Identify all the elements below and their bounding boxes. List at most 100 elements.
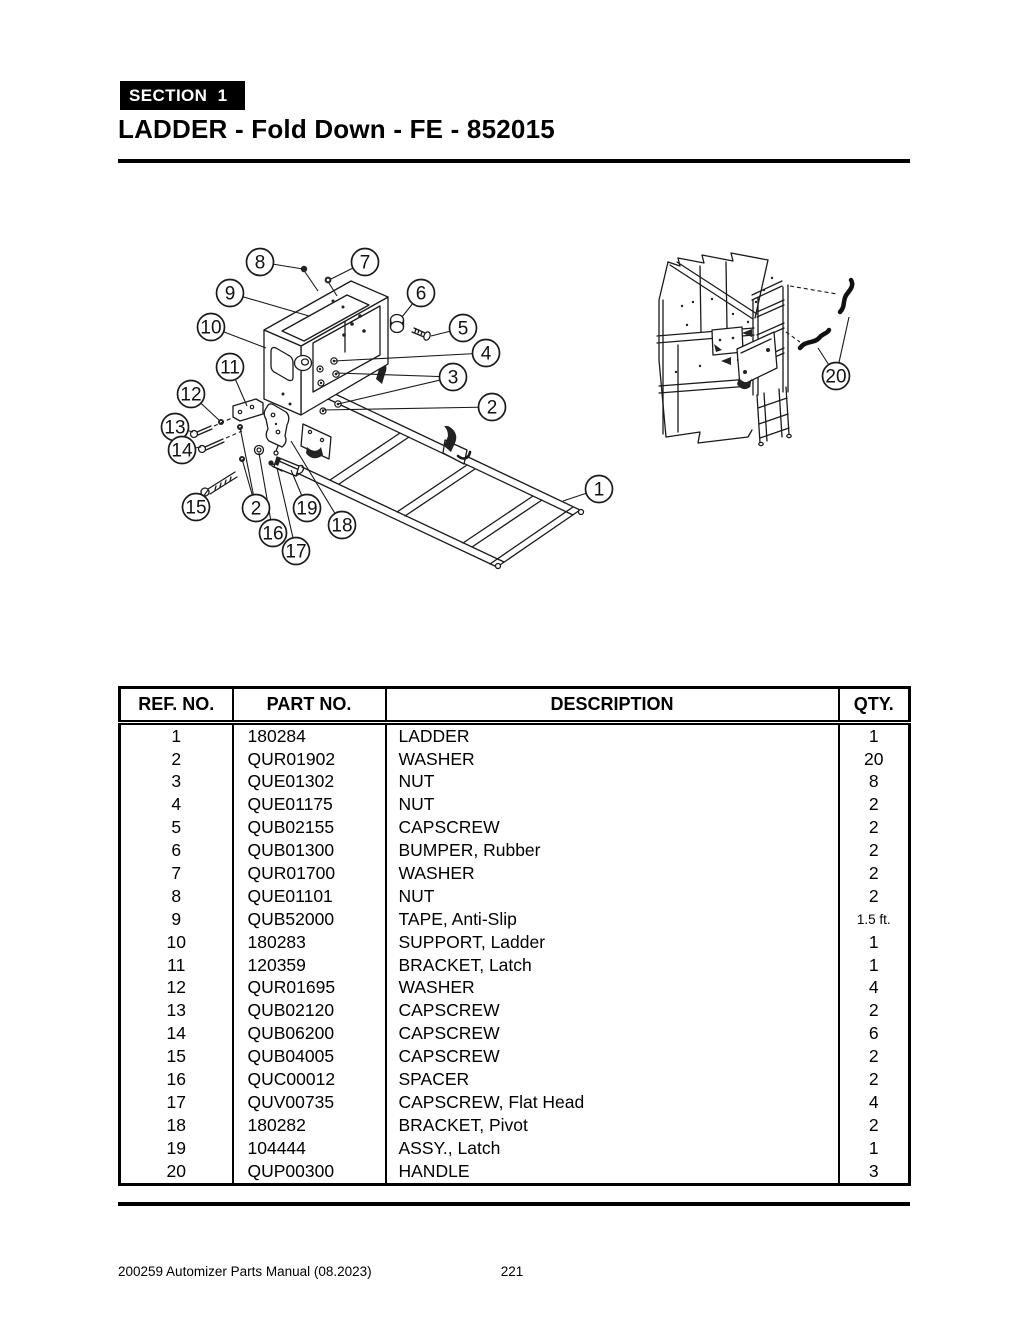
column-header-1: PART NO. bbox=[231, 687, 387, 723]
cell-part-no: QUV00735 bbox=[231, 1091, 387, 1115]
cell-description: BRACKET, Pivot bbox=[384, 1114, 840, 1138]
leader-line-2 bbox=[321, 406, 493, 411]
cell-qty: 2 bbox=[837, 1114, 911, 1138]
cell-ref-no: 4 bbox=[118, 793, 234, 817]
cell-ref-no: 3 bbox=[118, 770, 234, 794]
cell-ref-no: 11 bbox=[118, 953, 234, 977]
leader-line-3 bbox=[335, 372, 454, 378]
callout-2 bbox=[241, 493, 271, 523]
cell-description: HANDLE bbox=[384, 1159, 840, 1185]
column-header-3: QTY. bbox=[837, 687, 911, 723]
cell-ref-no: 15 bbox=[118, 1045, 234, 1069]
callout-label-17: 17 bbox=[285, 542, 306, 563]
cell-description: WASHER bbox=[384, 747, 840, 771]
cell-ref-no: 18 bbox=[118, 1114, 234, 1138]
cell-description: CAPSCREW, Flat Head bbox=[384, 1091, 840, 1115]
hinge-bracket-drawing bbox=[300, 423, 332, 460]
callout-12 bbox=[176, 379, 206, 409]
cell-part-no: QUC00012 bbox=[231, 1068, 387, 1092]
cell-qty: 1 bbox=[837, 931, 911, 954]
footer-rule bbox=[118, 1202, 910, 1206]
leader-line-18 bbox=[290, 440, 343, 526]
cell-description: TAPE, Anti-Slip bbox=[384, 908, 840, 932]
handle-drawing bbox=[797, 327, 832, 351]
support-box-drawing bbox=[263, 280, 389, 416]
leader-line-3 bbox=[337, 376, 454, 405]
cell-part-no: QUR01902 bbox=[231, 747, 387, 771]
callout-18 bbox=[327, 510, 357, 540]
cell-ref-no: 8 bbox=[118, 885, 234, 909]
cell-ref-no: 9 bbox=[118, 908, 234, 932]
cell-ref-no: 2 bbox=[118, 747, 234, 771]
cell-ref-no: 17 bbox=[118, 1091, 234, 1115]
cell-description: WASHER bbox=[384, 862, 840, 886]
ladder-drawing bbox=[294, 392, 585, 570]
cell-qty: 4 bbox=[837, 1091, 911, 1115]
callout-label-19: 19 bbox=[296, 499, 317, 520]
cell-description: SPACER bbox=[384, 1068, 840, 1092]
cell-qty: 2 bbox=[837, 1068, 911, 1092]
cell-ref-no: 6 bbox=[118, 839, 234, 863]
column-header-0: REF. NO. bbox=[118, 687, 234, 723]
cell-description: NUT bbox=[384, 793, 840, 817]
cell-description: CAPSCREW bbox=[384, 999, 840, 1023]
cell-qty: 20 bbox=[837, 747, 911, 771]
cell-qty: 2 bbox=[837, 839, 911, 863]
cell-qty: 1.5 ft. bbox=[837, 908, 911, 932]
callout-label-9: 9 bbox=[225, 284, 236, 305]
cell-part-no: QUB52000 bbox=[231, 908, 387, 932]
callout-7 bbox=[350, 247, 380, 277]
callout-label-3: 3 bbox=[448, 368, 459, 389]
callout-label-14: 14 bbox=[171, 441, 193, 462]
cell-description: NUT bbox=[384, 885, 840, 909]
callout-20 bbox=[821, 361, 851, 391]
cell-part-no: QUB01300 bbox=[231, 839, 387, 863]
header-rule bbox=[118, 159, 910, 163]
cell-part-no: 180284 bbox=[231, 722, 387, 748]
callout-label-2: 2 bbox=[251, 499, 262, 520]
cell-qty: 2 bbox=[837, 816, 911, 840]
cell-part-no: QUP00300 bbox=[231, 1159, 387, 1185]
leader-line-4 bbox=[333, 352, 487, 362]
section-badge: SECTION 1 bbox=[120, 81, 245, 110]
callout-5 bbox=[448, 313, 478, 343]
callout-label-8: 8 bbox=[255, 253, 266, 274]
cell-qty: 6 bbox=[837, 1022, 911, 1046]
callout-6 bbox=[406, 278, 436, 308]
cell-ref-no: 1 bbox=[118, 722, 234, 748]
cell-qty: 4 bbox=[837, 976, 911, 1000]
cell-part-no: QUE01302 bbox=[231, 770, 387, 794]
callout-4 bbox=[471, 338, 501, 368]
callout-label-15: 15 bbox=[185, 498, 206, 519]
cell-qty: 2 bbox=[837, 862, 911, 886]
cell-part-no: QUR01695 bbox=[231, 976, 387, 1000]
callout-16 bbox=[258, 518, 288, 548]
cell-ref-no: 12 bbox=[118, 976, 234, 1000]
cell-description: CAPSCREW bbox=[384, 816, 840, 840]
callout-label-1: 1 bbox=[594, 480, 605, 501]
callout-label-5: 5 bbox=[458, 319, 469, 340]
cell-description: CAPSCREW bbox=[384, 1022, 840, 1046]
callout-label-12: 12 bbox=[180, 385, 201, 406]
cell-qty: 1 bbox=[837, 953, 911, 977]
cell-ref-no: 20 bbox=[118, 1159, 234, 1185]
cell-part-no: QUB02120 bbox=[231, 999, 387, 1023]
cell-qty: 2 bbox=[837, 1045, 911, 1069]
cell-qty: 3 bbox=[837, 1159, 911, 1185]
callout-label-6: 6 bbox=[416, 284, 427, 305]
callout-label-10: 10 bbox=[200, 318, 221, 339]
callout-label-2: 2 bbox=[487, 398, 498, 419]
cell-description: BRACKET, Latch bbox=[384, 953, 840, 977]
